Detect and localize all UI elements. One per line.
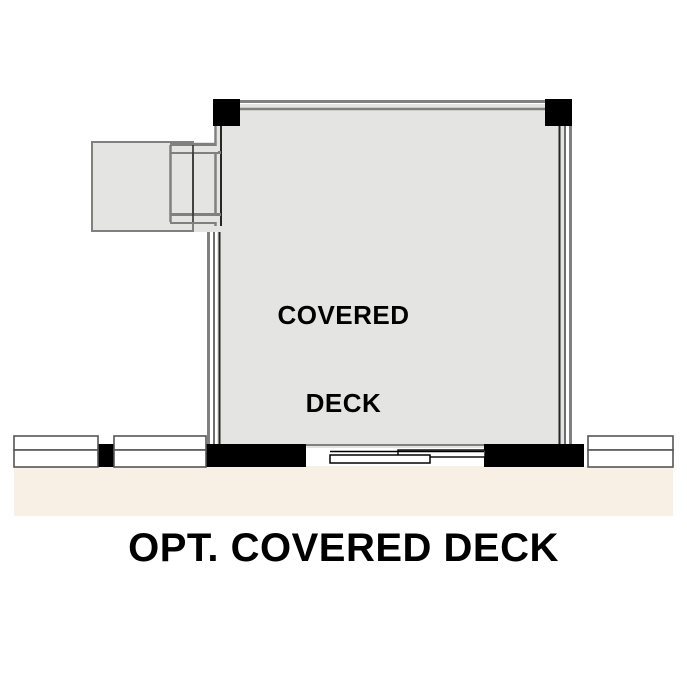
page-title: OPT. COVERED DECK [128, 526, 559, 570]
beam-bottom-right [484, 444, 584, 467]
beam-bottom-left [206, 444, 306, 467]
column-top-left [213, 99, 240, 126]
niche-top-band [170, 146, 218, 152]
railing-far-left-lower [13, 449, 99, 468]
slider-panel-front [329, 454, 431, 464]
room-label-covered-deck: COVERED DECK [0, 243, 687, 476]
room-label-line-2: DECK [305, 387, 382, 418]
ground-band [14, 466, 673, 516]
deck-slab-fill [192, 104, 566, 448]
railing-right-lower [587, 449, 674, 468]
niche-bottom-band [170, 216, 218, 222]
column-rail-divider [98, 444, 118, 467]
railing-left-lower [113, 449, 207, 468]
room-label-line-1: COVERED [277, 300, 410, 331]
column-top-right [545, 99, 572, 126]
slider-panel-back [397, 449, 486, 458]
